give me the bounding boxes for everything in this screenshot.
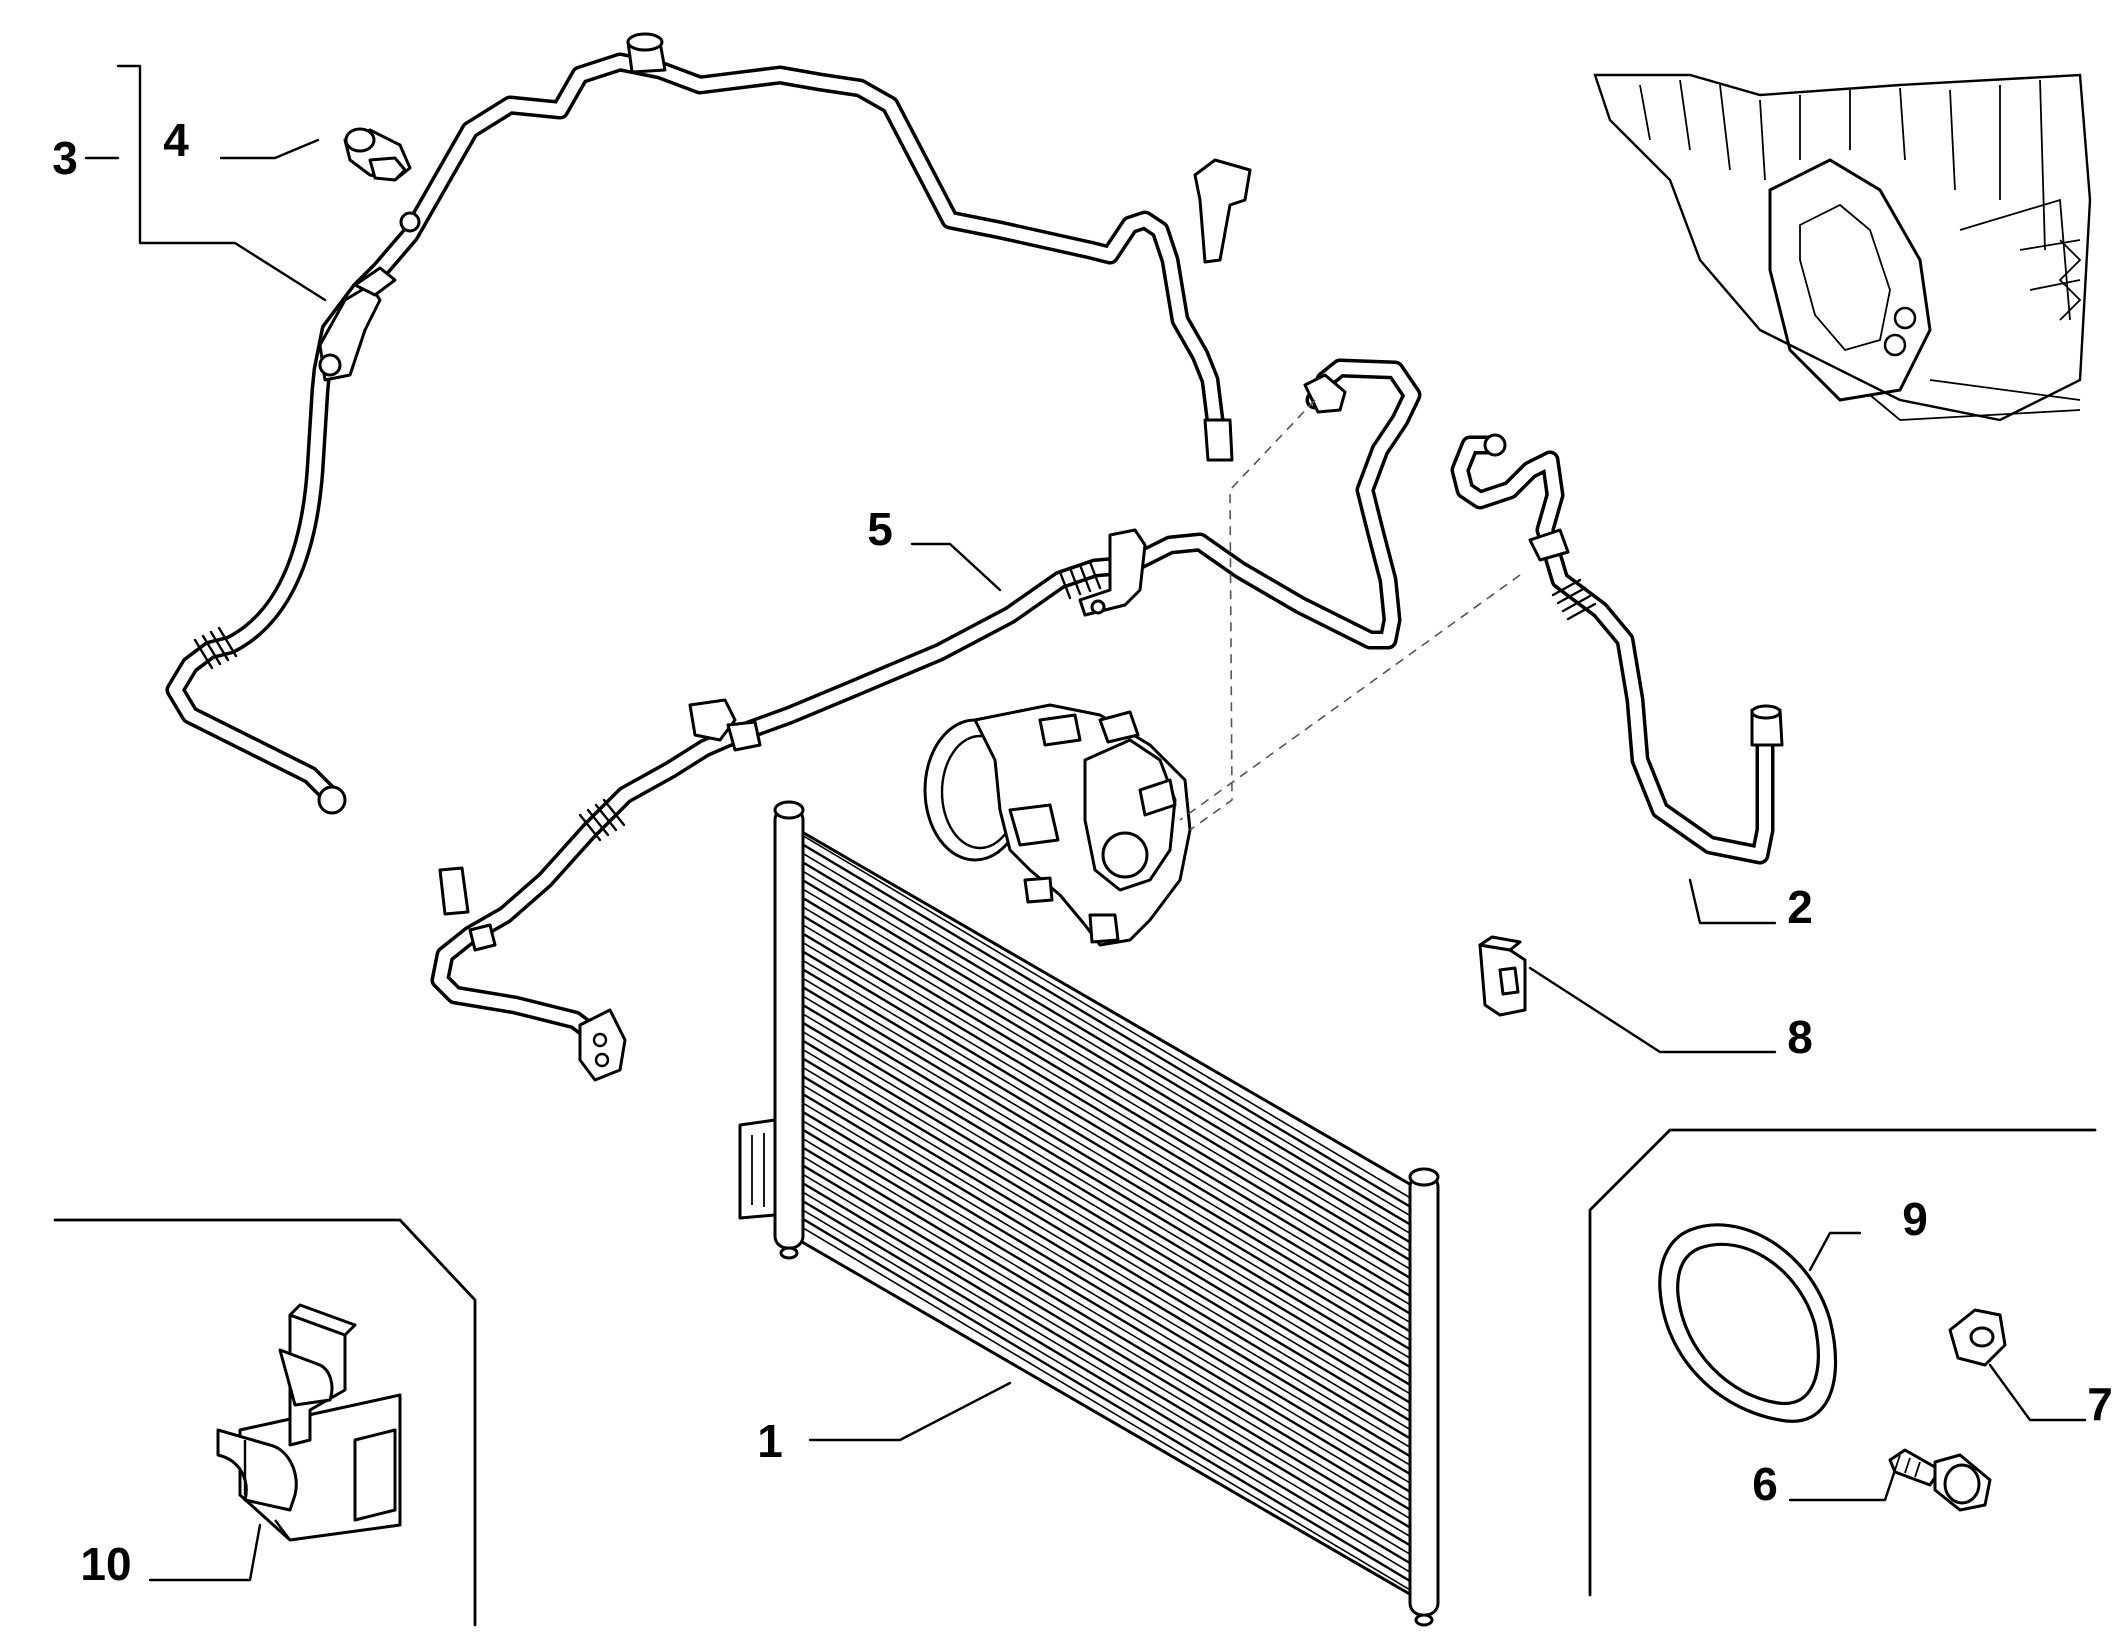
condenser-fin xyxy=(799,1180,1413,1548)
condenser-fin xyxy=(799,1198,1413,1566)
pipe-clip-10 xyxy=(216,1303,402,1542)
condenser-fin xyxy=(799,940,1413,1307)
condenser-fin xyxy=(799,1216,1413,1584)
condenser-fin xyxy=(799,1207,1413,1574)
condenser-fin xyxy=(799,984,1413,1352)
condenser-fin xyxy=(799,1029,1413,1396)
condenser-fin xyxy=(799,859,1413,1227)
condenser-fin xyxy=(799,958,1413,1325)
condenser-fin xyxy=(799,833,1413,1200)
condenser-fin xyxy=(799,1118,1413,1485)
inset-panel-left xyxy=(53,1218,477,1627)
nut-7 xyxy=(1948,1308,2007,1367)
condenser-fin xyxy=(799,1144,1413,1512)
condenser-fin xyxy=(799,841,1413,1209)
callout-9: 9 xyxy=(1902,1193,1928,1245)
callout-1: 1 xyxy=(757,1415,783,1467)
callout-10: 10 xyxy=(80,1538,131,1590)
alignment-line-b xyxy=(1179,574,1521,821)
condenser-fin xyxy=(799,904,1413,1271)
condenser-fin xyxy=(799,1127,1413,1495)
condenser-fin xyxy=(799,948,1413,1316)
callout-6: 6 xyxy=(1752,1458,1778,1510)
condenser-fin xyxy=(799,1154,1413,1521)
condenser-fin xyxy=(799,1037,1413,1405)
callout-5: 5 xyxy=(867,503,893,555)
condenser-fin xyxy=(799,1002,1413,1370)
condenser-fin xyxy=(799,993,1413,1361)
condenser-fin xyxy=(799,886,1413,1254)
condenser-fin xyxy=(799,1091,1413,1459)
condenser-fin xyxy=(799,1055,1413,1423)
seal-ring-9 xyxy=(1658,1223,1838,1423)
pipe-assembly-3 xyxy=(165,32,1252,815)
condenser-fin xyxy=(799,975,1413,1343)
inset-panel-right xyxy=(1588,1128,2097,1597)
pipe-assembly-5 xyxy=(430,358,1422,1082)
leader-lines xyxy=(84,64,2087,1582)
callout-labels: 1 2 3 4 5 6 7 8 9 10 xyxy=(52,114,2113,1590)
condenser-fin xyxy=(799,1064,1413,1432)
pipe-assembly-2 xyxy=(1450,433,1784,865)
condenser-fin xyxy=(799,1225,1413,1592)
callout-2: 2 xyxy=(1787,881,1813,933)
condenser-fin xyxy=(799,1189,1413,1557)
evaporator-housing xyxy=(1593,73,2092,422)
condenser-fin xyxy=(799,1109,1413,1477)
condenser-fin xyxy=(799,1136,1413,1503)
condenser-fin xyxy=(799,922,1413,1289)
condenser-fin xyxy=(799,1171,1413,1539)
condenser-fin xyxy=(799,1047,1413,1414)
condenser-1 xyxy=(738,800,1440,1627)
condenser-fin xyxy=(799,1073,1413,1441)
condenser-fin xyxy=(799,966,1413,1334)
pressure-switch-4 xyxy=(343,127,412,182)
alignment-line-a xyxy=(1189,399,1316,831)
callout-7: 7 xyxy=(2087,1378,2113,1430)
condenser-fin xyxy=(799,930,1413,1298)
callout-4: 4 xyxy=(163,114,189,166)
condenser-fin xyxy=(799,1011,1413,1378)
condenser-fin xyxy=(799,868,1413,1236)
callout-8: 8 xyxy=(1787,1011,1813,1063)
condenser-fin xyxy=(799,1162,1413,1530)
condenser-fin xyxy=(799,877,1413,1245)
condenser-fin xyxy=(799,1020,1413,1388)
condenser-fin xyxy=(799,913,1413,1281)
condenser-fin xyxy=(799,895,1413,1263)
condenser-fin xyxy=(799,1082,1413,1450)
bracket-clip-8 xyxy=(1478,935,1527,1017)
condenser-fin xyxy=(799,1100,1413,1467)
condenser-fin xyxy=(799,851,1413,1218)
callout-3: 3 xyxy=(52,132,78,184)
compressor xyxy=(923,703,1192,947)
bolt-6 xyxy=(1888,1448,1992,1512)
